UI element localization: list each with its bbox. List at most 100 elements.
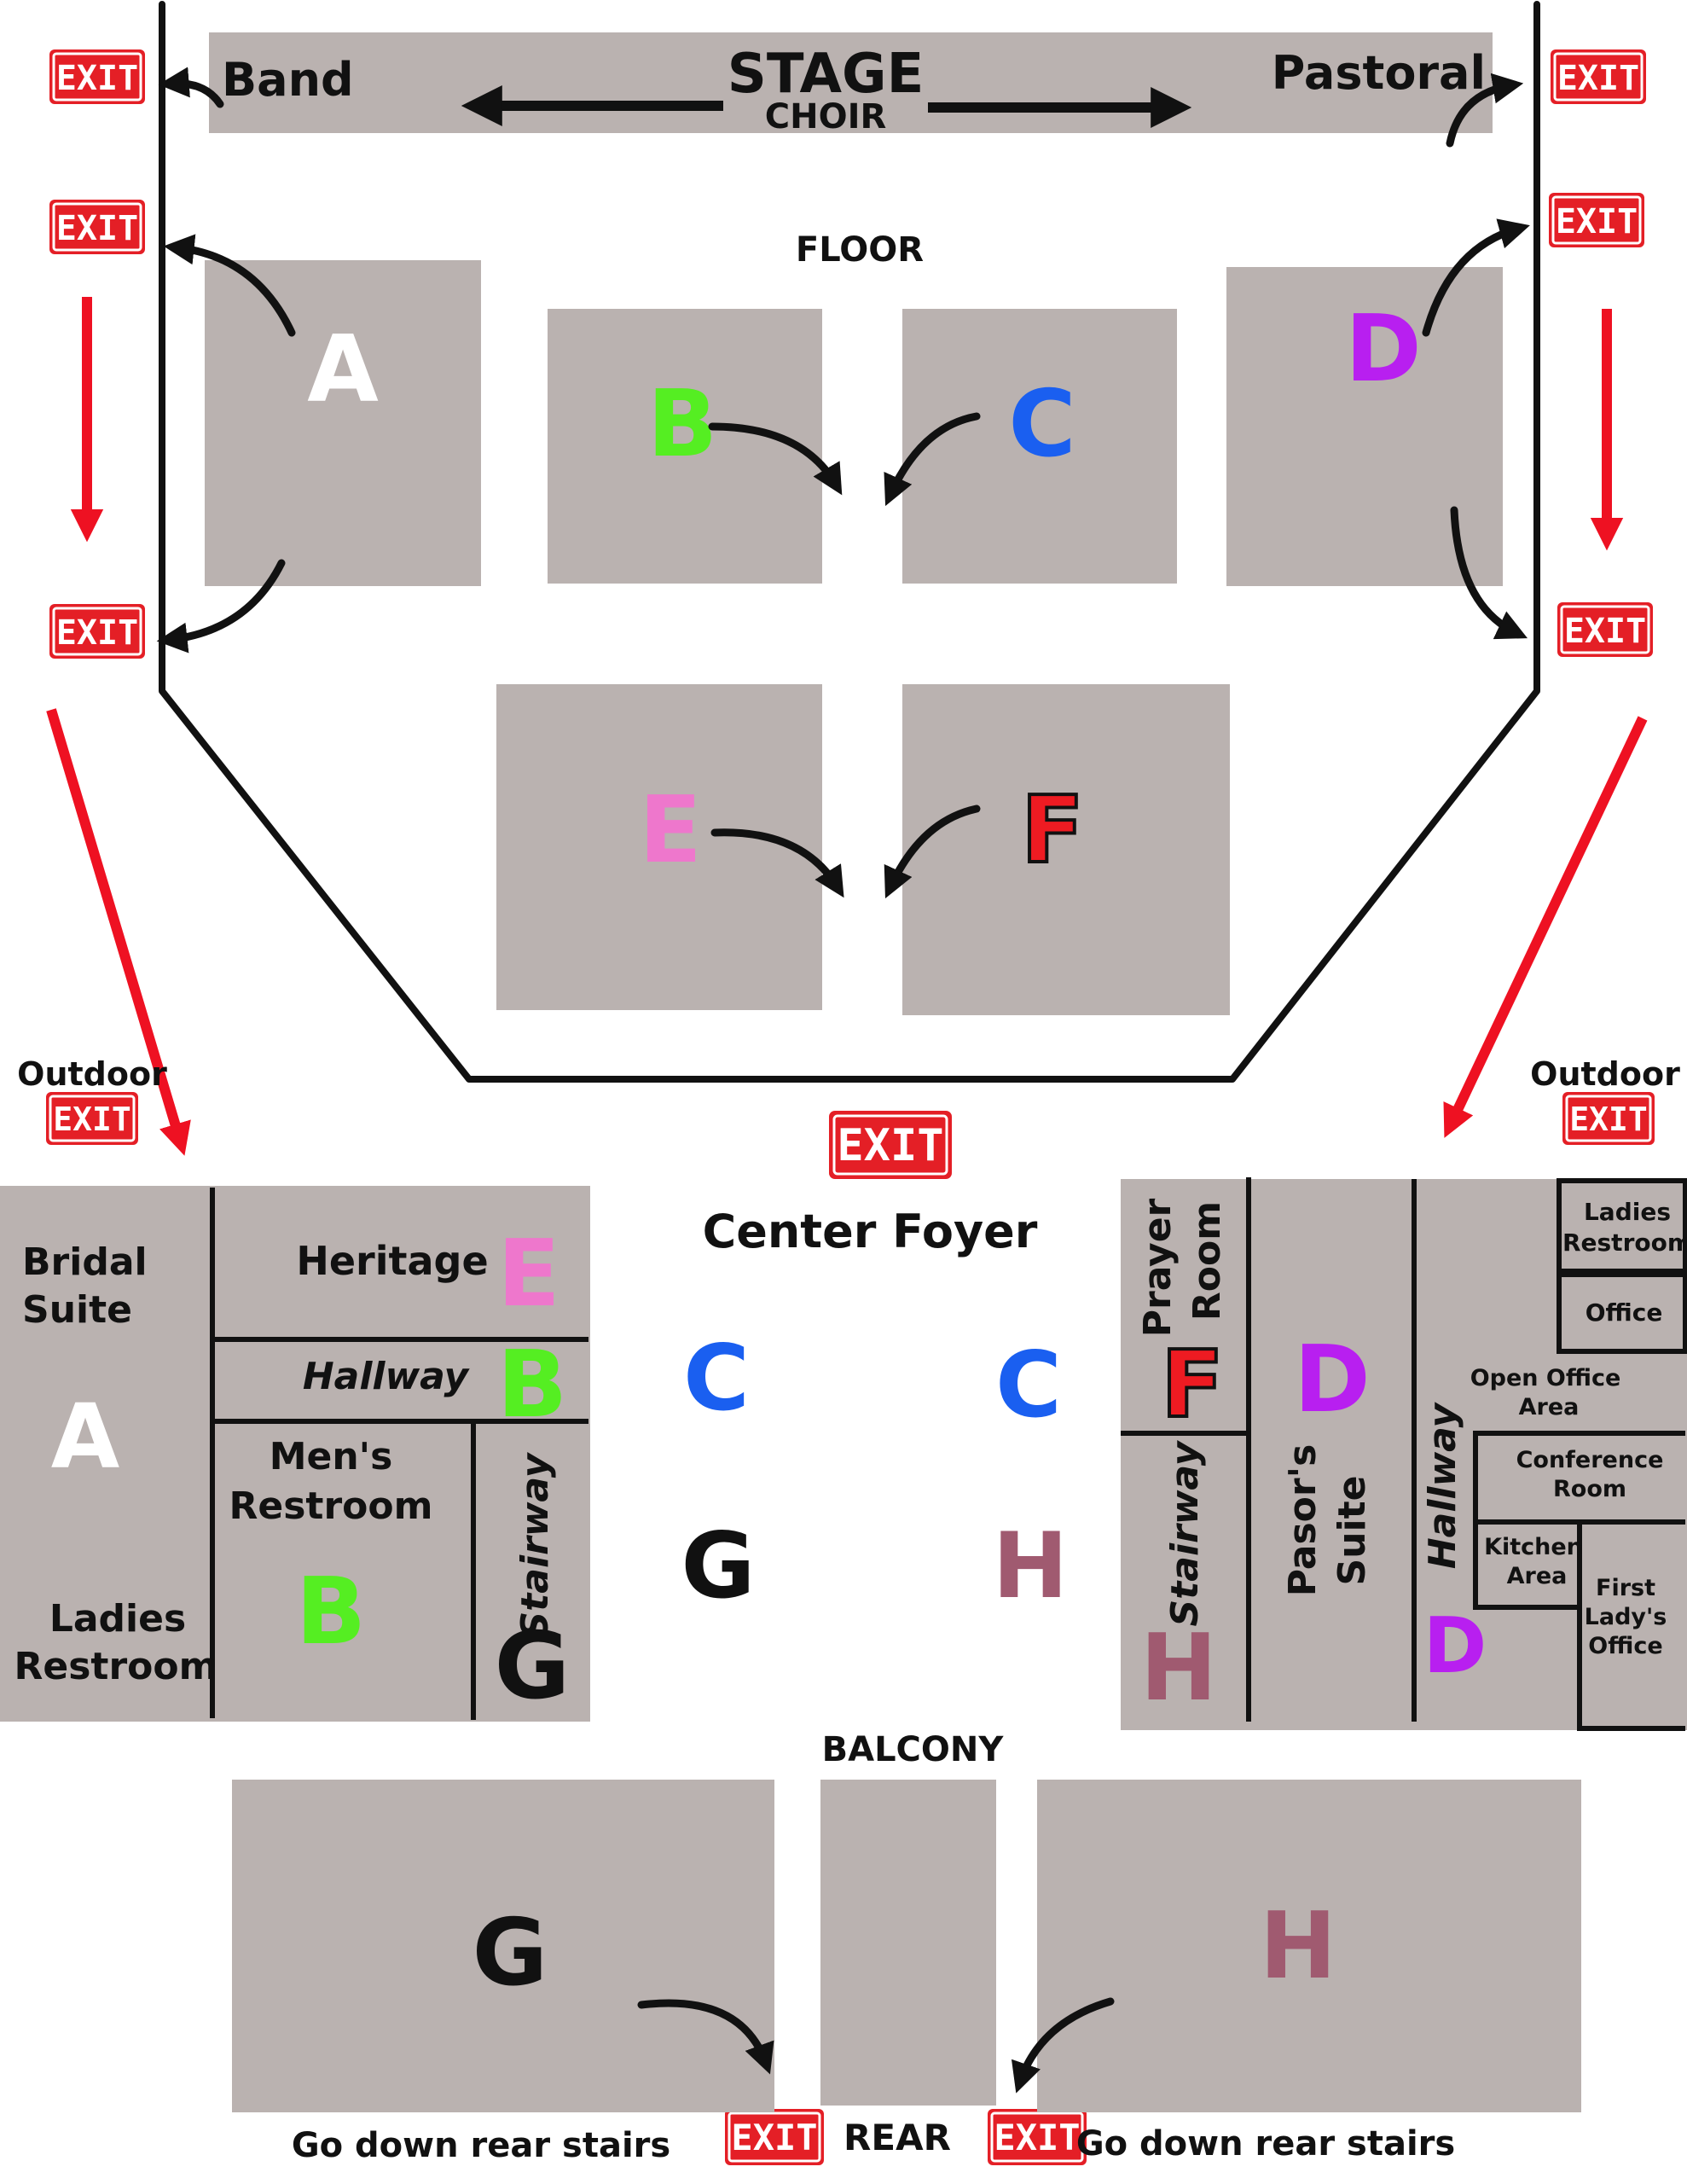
exit-sign-stage-left: EXIT: [49, 49, 145, 104]
west-section-b: B: [296, 1559, 366, 1665]
foyer-section-c-left: C: [683, 1326, 750, 1431]
stage-label: STAGE: [728, 43, 925, 106]
foyer-section-c-right: C: [995, 1333, 1062, 1438]
exit-sign-stage-right: EXIT: [1551, 49, 1646, 104]
east-ladies-restroom-label-2: Restroom: [1562, 1228, 1687, 1257]
svg-text:EXIT: EXIT: [1564, 612, 1646, 651]
section-e-block: [496, 684, 822, 1010]
band-exit-arrow: [158, 67, 224, 108]
outdoor-east-label: Outdoor: [1530, 1055, 1680, 1093]
exit-sign-east-lower: EXIT: [1557, 602, 1653, 657]
east-hallway-label: Hallway: [1421, 1402, 1464, 1570]
svg-text:EXIT: EXIT: [53, 1101, 131, 1138]
svg-text:EXIT: EXIT: [56, 59, 138, 98]
svg-text:EXIT: EXIT: [1557, 59, 1639, 98]
first-lady-office-label-3: Office: [1588, 1633, 1662, 1659]
section-b-label: B: [647, 371, 717, 478]
kitchen-area-label-2: Area: [1507, 1563, 1568, 1589]
svg-text:EXIT: EXIT: [1569, 1101, 1648, 1138]
west-hallway-label: Hallway: [303, 1355, 471, 1398]
balcony-h-arrow: [1011, 1997, 1115, 2094]
outdoor-west-label: Outdoor: [17, 1055, 167, 1093]
east-section-f: F: [1161, 1332, 1224, 1438]
stage-block: [209, 32, 1493, 133]
east-ladies-restroom-label: Ladies: [1584, 1198, 1671, 1226]
prayer-room-label-2: Room: [1186, 1201, 1229, 1321]
svg-text:EXIT: EXIT: [837, 1120, 943, 1171]
pastors-suite-label: Pasor's: [1281, 1444, 1325, 1597]
kitchen-area-label: Kitchen: [1484, 1534, 1583, 1560]
conference-room-label-2: Room: [1553, 1476, 1626, 1502]
section-d-lower-arrow: [1450, 506, 1528, 640]
section-c-block: [902, 309, 1177, 584]
exit-sign-rear-left: EXIT: [725, 2109, 824, 2165]
section-d-label: D: [1345, 296, 1422, 403]
exit-sign-east-upper: EXIT: [1549, 193, 1644, 247]
exit-sign-outdoor-west: EXIT: [46, 1092, 138, 1145]
rear-label: REAR: [844, 2117, 951, 2158]
mens-restroom-label-2: Restroom: [229, 1484, 433, 1528]
svg-text:EXIT: EXIT: [994, 2117, 1080, 2158]
west-section-a: A: [51, 1385, 120, 1489]
sanctuary-wall: [159, 1, 1540, 1083]
east-route-arrow-2: [1443, 716, 1648, 1138]
balcony-label: BALCONY: [822, 1730, 1005, 1769]
foyer-section-g: G: [681, 1513, 755, 1618]
west-section-e: E: [497, 1221, 560, 1327]
section-a-lower-arrow: [156, 559, 286, 653]
west-wing-block: [0, 1186, 590, 1722]
choir-label: CHOIR: [765, 97, 887, 136]
balcony-section-h-block: [1037, 1780, 1581, 2112]
balcony-section-h: H: [1260, 1893, 1336, 2000]
section-a-block: [205, 260, 481, 586]
conference-room-label: Conference: [1516, 1447, 1664, 1473]
center-foyer-label: Center Foyer: [703, 1205, 1038, 1258]
bridal-suite-label: Bridal: [22, 1240, 148, 1284]
section-b-arrow: [708, 422, 843, 496]
section-d-upper-arrow: [1422, 218, 1530, 337]
section-f-block: [902, 684, 1230, 1015]
rear-stairs-right-label: Go down rear stairs: [1076, 2124, 1455, 2164]
prayer-room-label: Prayer: [1136, 1198, 1180, 1337]
section-f-arrow: [884, 804, 981, 899]
exit-sign-west-lower: EXIT: [49, 604, 145, 659]
east-stairway-label: Stairway: [1163, 1439, 1207, 1626]
svg-text:EXIT: EXIT: [1556, 202, 1638, 241]
svg-text:EXIT: EXIT: [56, 613, 138, 653]
section-a-upper-arrow: [163, 234, 296, 337]
office-label: Office: [1586, 1298, 1663, 1327]
section-c-label: C: [1008, 371, 1075, 478]
section-b-block: [548, 309, 822, 584]
section-a-label: A: [307, 317, 379, 423]
heritage-label: Heritage: [296, 1238, 488, 1284]
open-office-label-2: Area: [1519, 1394, 1580, 1420]
balcony-section-g-block: [232, 1780, 774, 2112]
pastoral-label: Pastoral: [1272, 46, 1486, 100]
mens-restroom-label: Men's: [270, 1435, 393, 1478]
exit-sign-rear-right: EXIT: [988, 2109, 1087, 2165]
band-label: Band: [222, 53, 354, 107]
west-stairway-label: Stairway: [513, 1451, 557, 1638]
west-route-arrow-2: [46, 708, 191, 1156]
pastors-suite-label-2: Suite: [1330, 1476, 1374, 1586]
east-section-d-suite: D: [1294, 1327, 1371, 1433]
first-lady-office-label-2: Lady's: [1585, 1604, 1667, 1630]
west-section-g: G: [495, 1613, 571, 1720]
east-section-h: H: [1140, 1615, 1217, 1722]
section-f-label: F: [1021, 777, 1084, 884]
rear-stairs-left-label: Go down rear stairs: [292, 2126, 670, 2165]
open-office-label: Open Office: [1470, 1365, 1621, 1391]
section-c-arrow: [884, 412, 981, 507]
west-ladies-restroom-label: Ladies: [49, 1597, 186, 1641]
balcony-g-arrow: [637, 1999, 774, 2075]
exit-sign-outdoor-east: EXIT: [1562, 1092, 1655, 1145]
svg-text:EXIT: EXIT: [56, 209, 138, 248]
first-lady-office-label: First: [1596, 1575, 1655, 1601]
balcony-center-block: [820, 1780, 996, 2106]
exit-sign-west-upper: EXIT: [49, 200, 145, 254]
bridal-suite-label-2: Suite: [22, 1288, 132, 1332]
section-e-arrow: [710, 828, 844, 898]
balcony-section-g: G: [472, 1900, 548, 2007]
floor-label: FLOOR: [796, 230, 924, 270]
foyer-section-h: H: [993, 1513, 1069, 1618]
